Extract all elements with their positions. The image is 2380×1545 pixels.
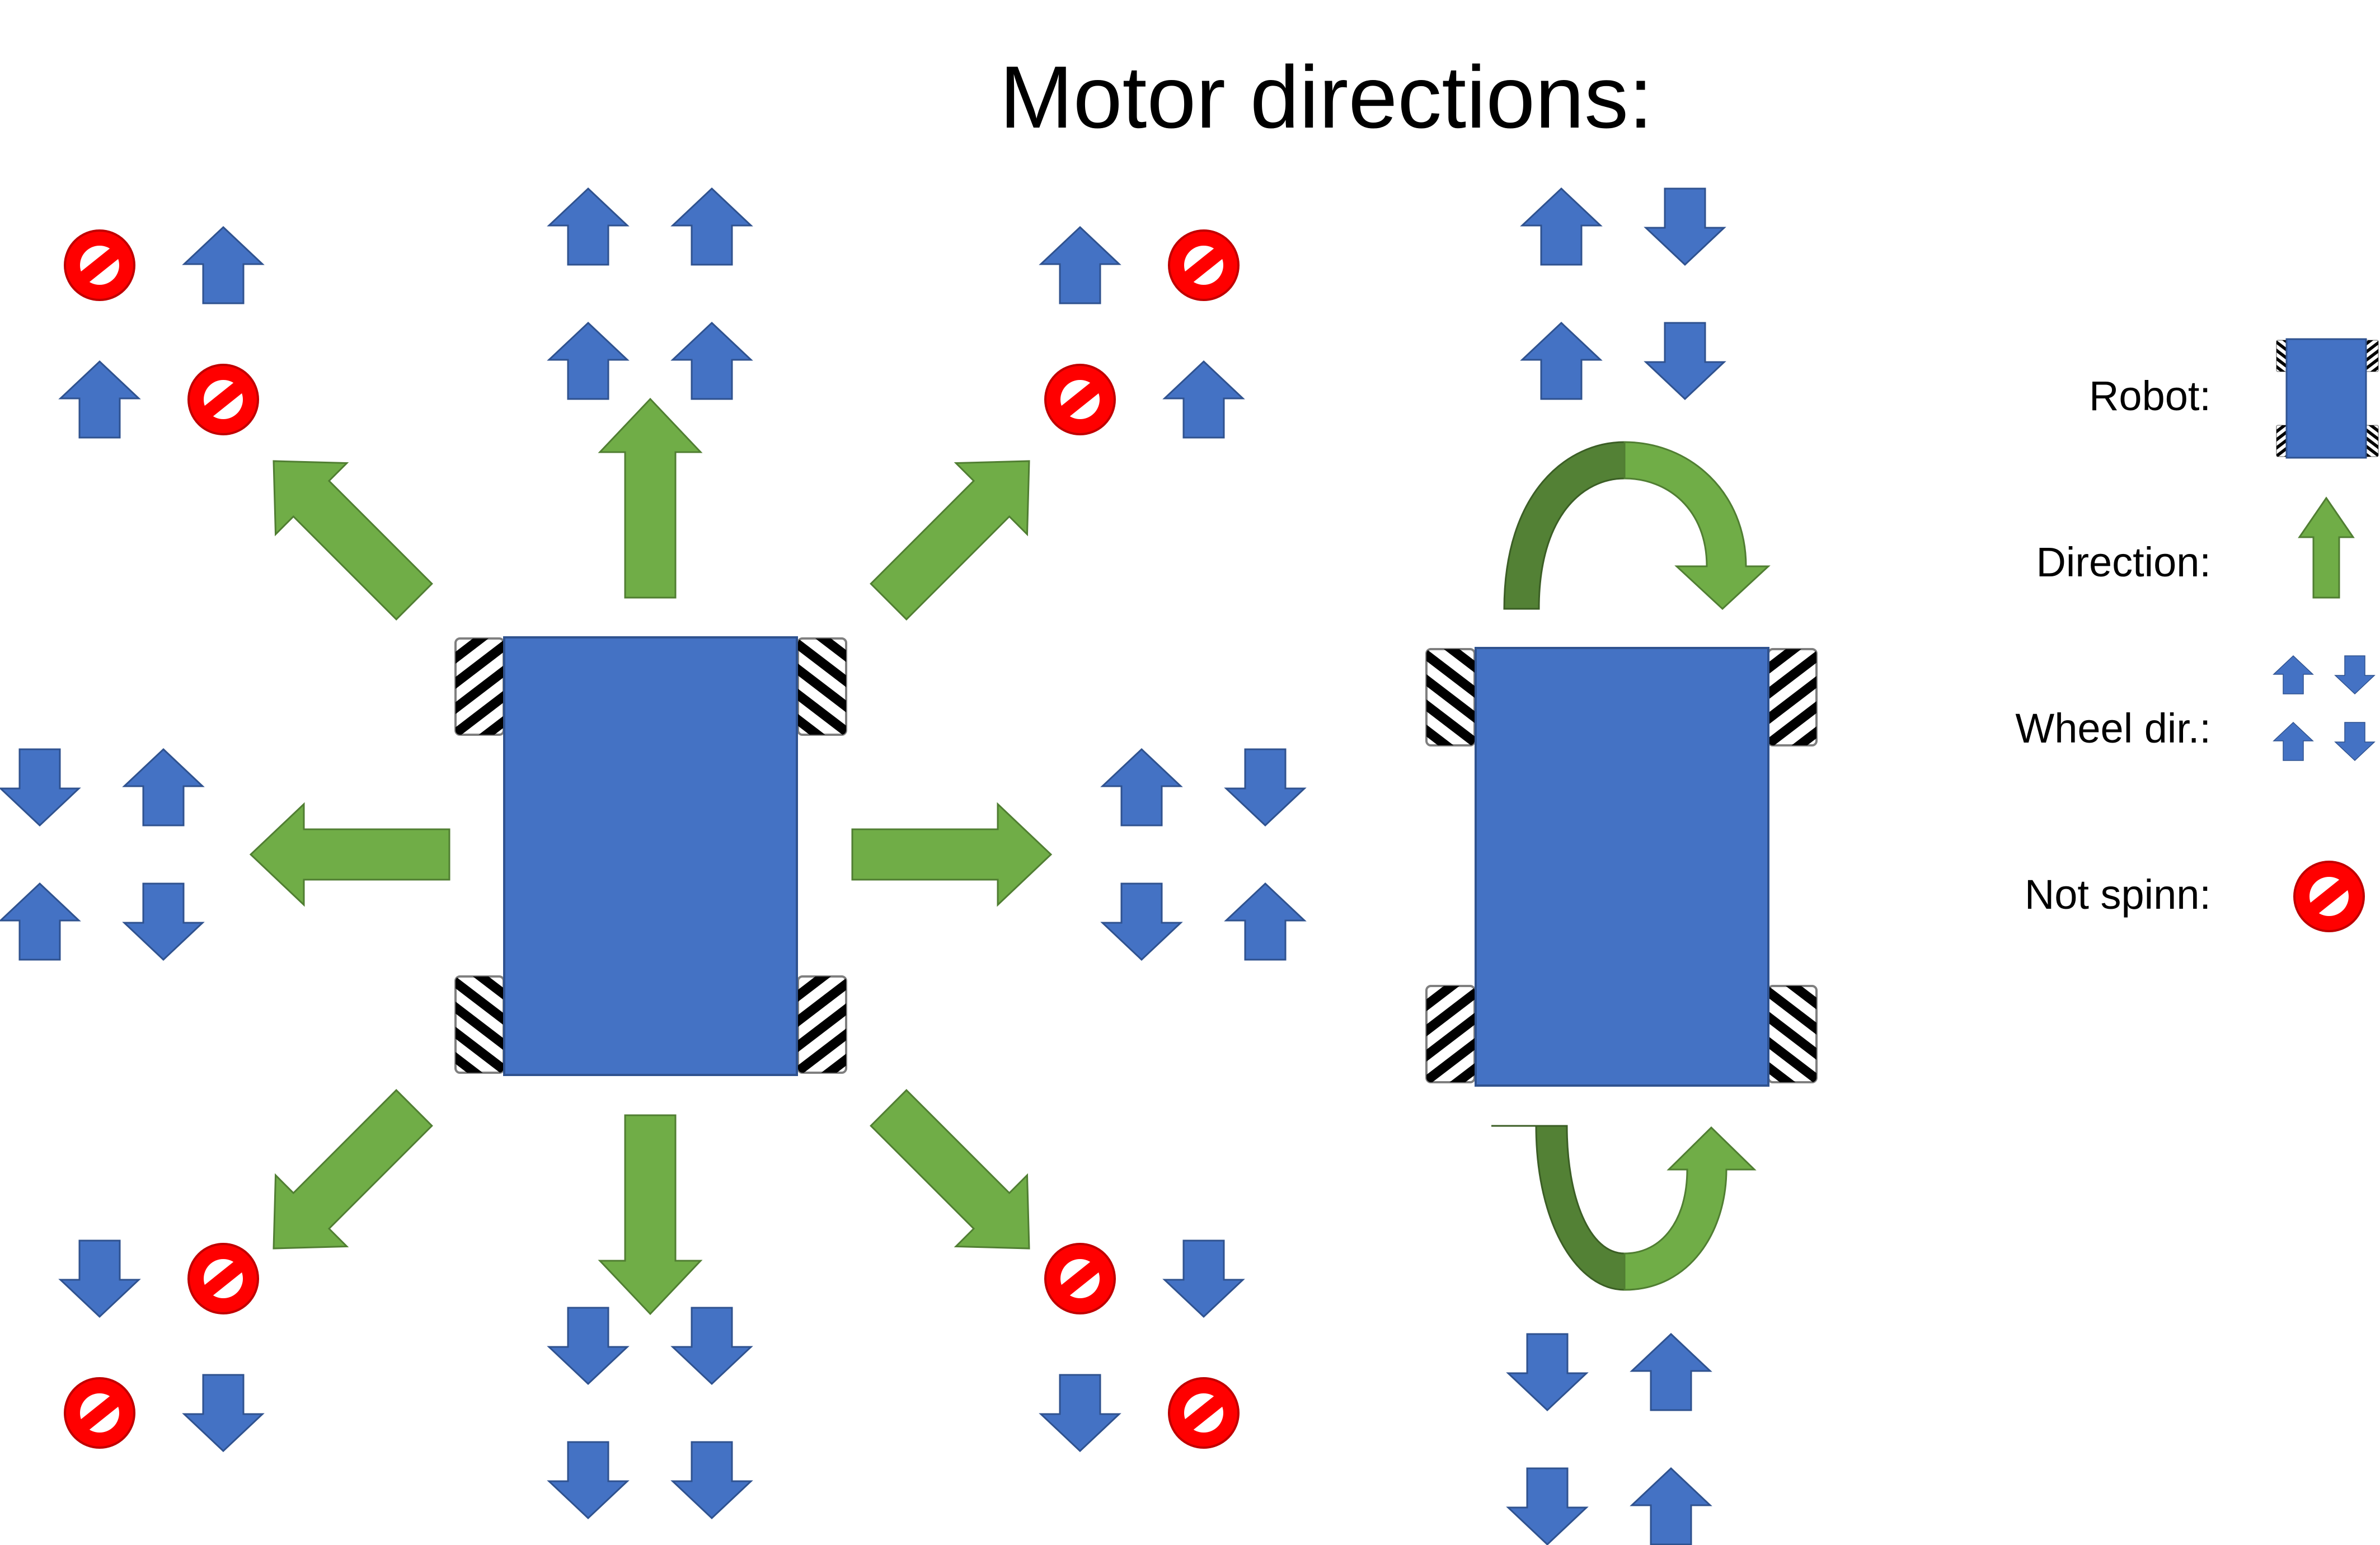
wheel-arrow-up-icon: [1101, 748, 1182, 826]
wheel-arrow-up-icon: [1163, 360, 1244, 439]
wheel-group-rotate-counterclockwise: [1507, 1333, 1711, 1545]
wheel-arrow-up-icon: [548, 187, 628, 266]
wheel-arrow-down-icon: [1507, 1333, 1588, 1411]
wheel-arrow-down-icon: [672, 1307, 752, 1385]
wheel-arrow-down-icon: [672, 1441, 752, 1519]
direction-arrow-right: [851, 803, 1052, 906]
direction-arrow-left: [250, 803, 450, 906]
rotation-arrow-counterclockwise: [1491, 1125, 1757, 1291]
legend-not-spinning-label: Not spinn:: [2025, 871, 2211, 918]
wheel-arrow-up-icon: [0, 882, 80, 961]
legend-direction-label: Direction:: [2036, 539, 2211, 585]
rotation-arrow-clockwise: [1503, 441, 1771, 611]
wheel-arrow-up-icon: [1521, 322, 1602, 400]
not-spinning-icon: [189, 1244, 258, 1313]
wheel-group-rotate-clockwise: [1521, 187, 1725, 400]
wheel-arrow-up-icon: [672, 187, 752, 266]
wheel-arrow-down-icon: [1645, 322, 1725, 400]
not-spinning-icon: [1045, 365, 1115, 434]
wheel-group-forward-left-diagonal: [60, 227, 262, 438]
not-spinning-icon: [65, 231, 134, 300]
wheel-arrow-up-icon: [59, 360, 140, 439]
wheel-arrow-up-icon: [1631, 1467, 1711, 1545]
not-spinning-icon: [1169, 231, 1238, 300]
wheel-group-backward: [548, 1307, 752, 1519]
not-spinning-icon: [189, 365, 258, 434]
wheel-arrow-down-icon: [548, 1307, 628, 1385]
legend: Robot: Direction: Wheel dir.: Not spinn:: [2015, 328, 2380, 931]
direction-arrow-down-left: [237, 1071, 451, 1285]
robot-body: [503, 636, 798, 1076]
wheel-arrow-down-icon: [1645, 187, 1725, 266]
wheel-arrow-down-icon: [0, 748, 80, 826]
wheel-arrow-up-icon: [1631, 1333, 1711, 1411]
wheel-arrow-down-icon: [59, 1239, 140, 1318]
direction-arrow-icon: [2298, 496, 2355, 599]
wheel-arrow-up-icon: [1225, 882, 1306, 961]
direction-arrow-up-right: [852, 424, 1066, 638]
wheel-arrow-down-icon: [183, 1374, 264, 1452]
not-spinning-icon: [65, 1378, 134, 1448]
not-spinning-icon: [1045, 1244, 1115, 1313]
wheel-arrow-up-icon: [1040, 226, 1120, 304]
wheel-arrow-down-icon: [1225, 748, 1306, 826]
wheel-group-forward-right-diagonal: [1041, 227, 1243, 438]
wheel-arrow-down-icon: [1040, 1374, 1120, 1452]
rotation-robot: [1404, 613, 1841, 1123]
wheel-arrow-down-icon: [123, 882, 204, 961]
wheel-arrow-up-icon: [1521, 187, 1602, 266]
wheel-arrow-icon: [2273, 655, 2375, 761]
wheel-arrow-down-icon: [1101, 882, 1182, 961]
wheel-arrow-down-icon: [1163, 1239, 1244, 1318]
wheel-arrow-up-icon: [123, 748, 204, 826]
wheel-arrow-up-icon: [548, 322, 628, 400]
legend-wheel-label: Wheel dir.:: [2015, 705, 2211, 752]
wheel-group-strafe-left: [0, 748, 204, 961]
wheel-arrow-up-icon: [672, 322, 752, 400]
robot-body: [1475, 647, 1769, 1087]
robot-body-icon: [2269, 328, 2380, 470]
wheel-arrow-down-icon: [1507, 1467, 1588, 1545]
wheel-group-backward-left-diagonal: [60, 1241, 262, 1451]
legend-robot-label: Robot:: [2089, 373, 2211, 419]
wheel-arrow-down-icon: [548, 1441, 628, 1519]
wheel-group-strafe-right: [1101, 748, 1306, 961]
direction-arrow-down-right: [852, 1071, 1066, 1285]
direction-arrow-up-left: [237, 424, 451, 638]
page-title: Motor directions:: [999, 48, 1653, 147]
wheel-group-backward-right-diagonal: [1041, 1241, 1243, 1451]
direction-arrow-down: [599, 1114, 702, 1315]
not-spinning-icon: [2294, 862, 2364, 931]
not-spinning-icon: [1169, 1378, 1238, 1448]
wheel-group-forward: [548, 187, 752, 400]
main-robot: [433, 602, 871, 1114]
wheel-arrow-up-icon: [183, 226, 264, 304]
direction-arrow-up: [599, 398, 702, 599]
